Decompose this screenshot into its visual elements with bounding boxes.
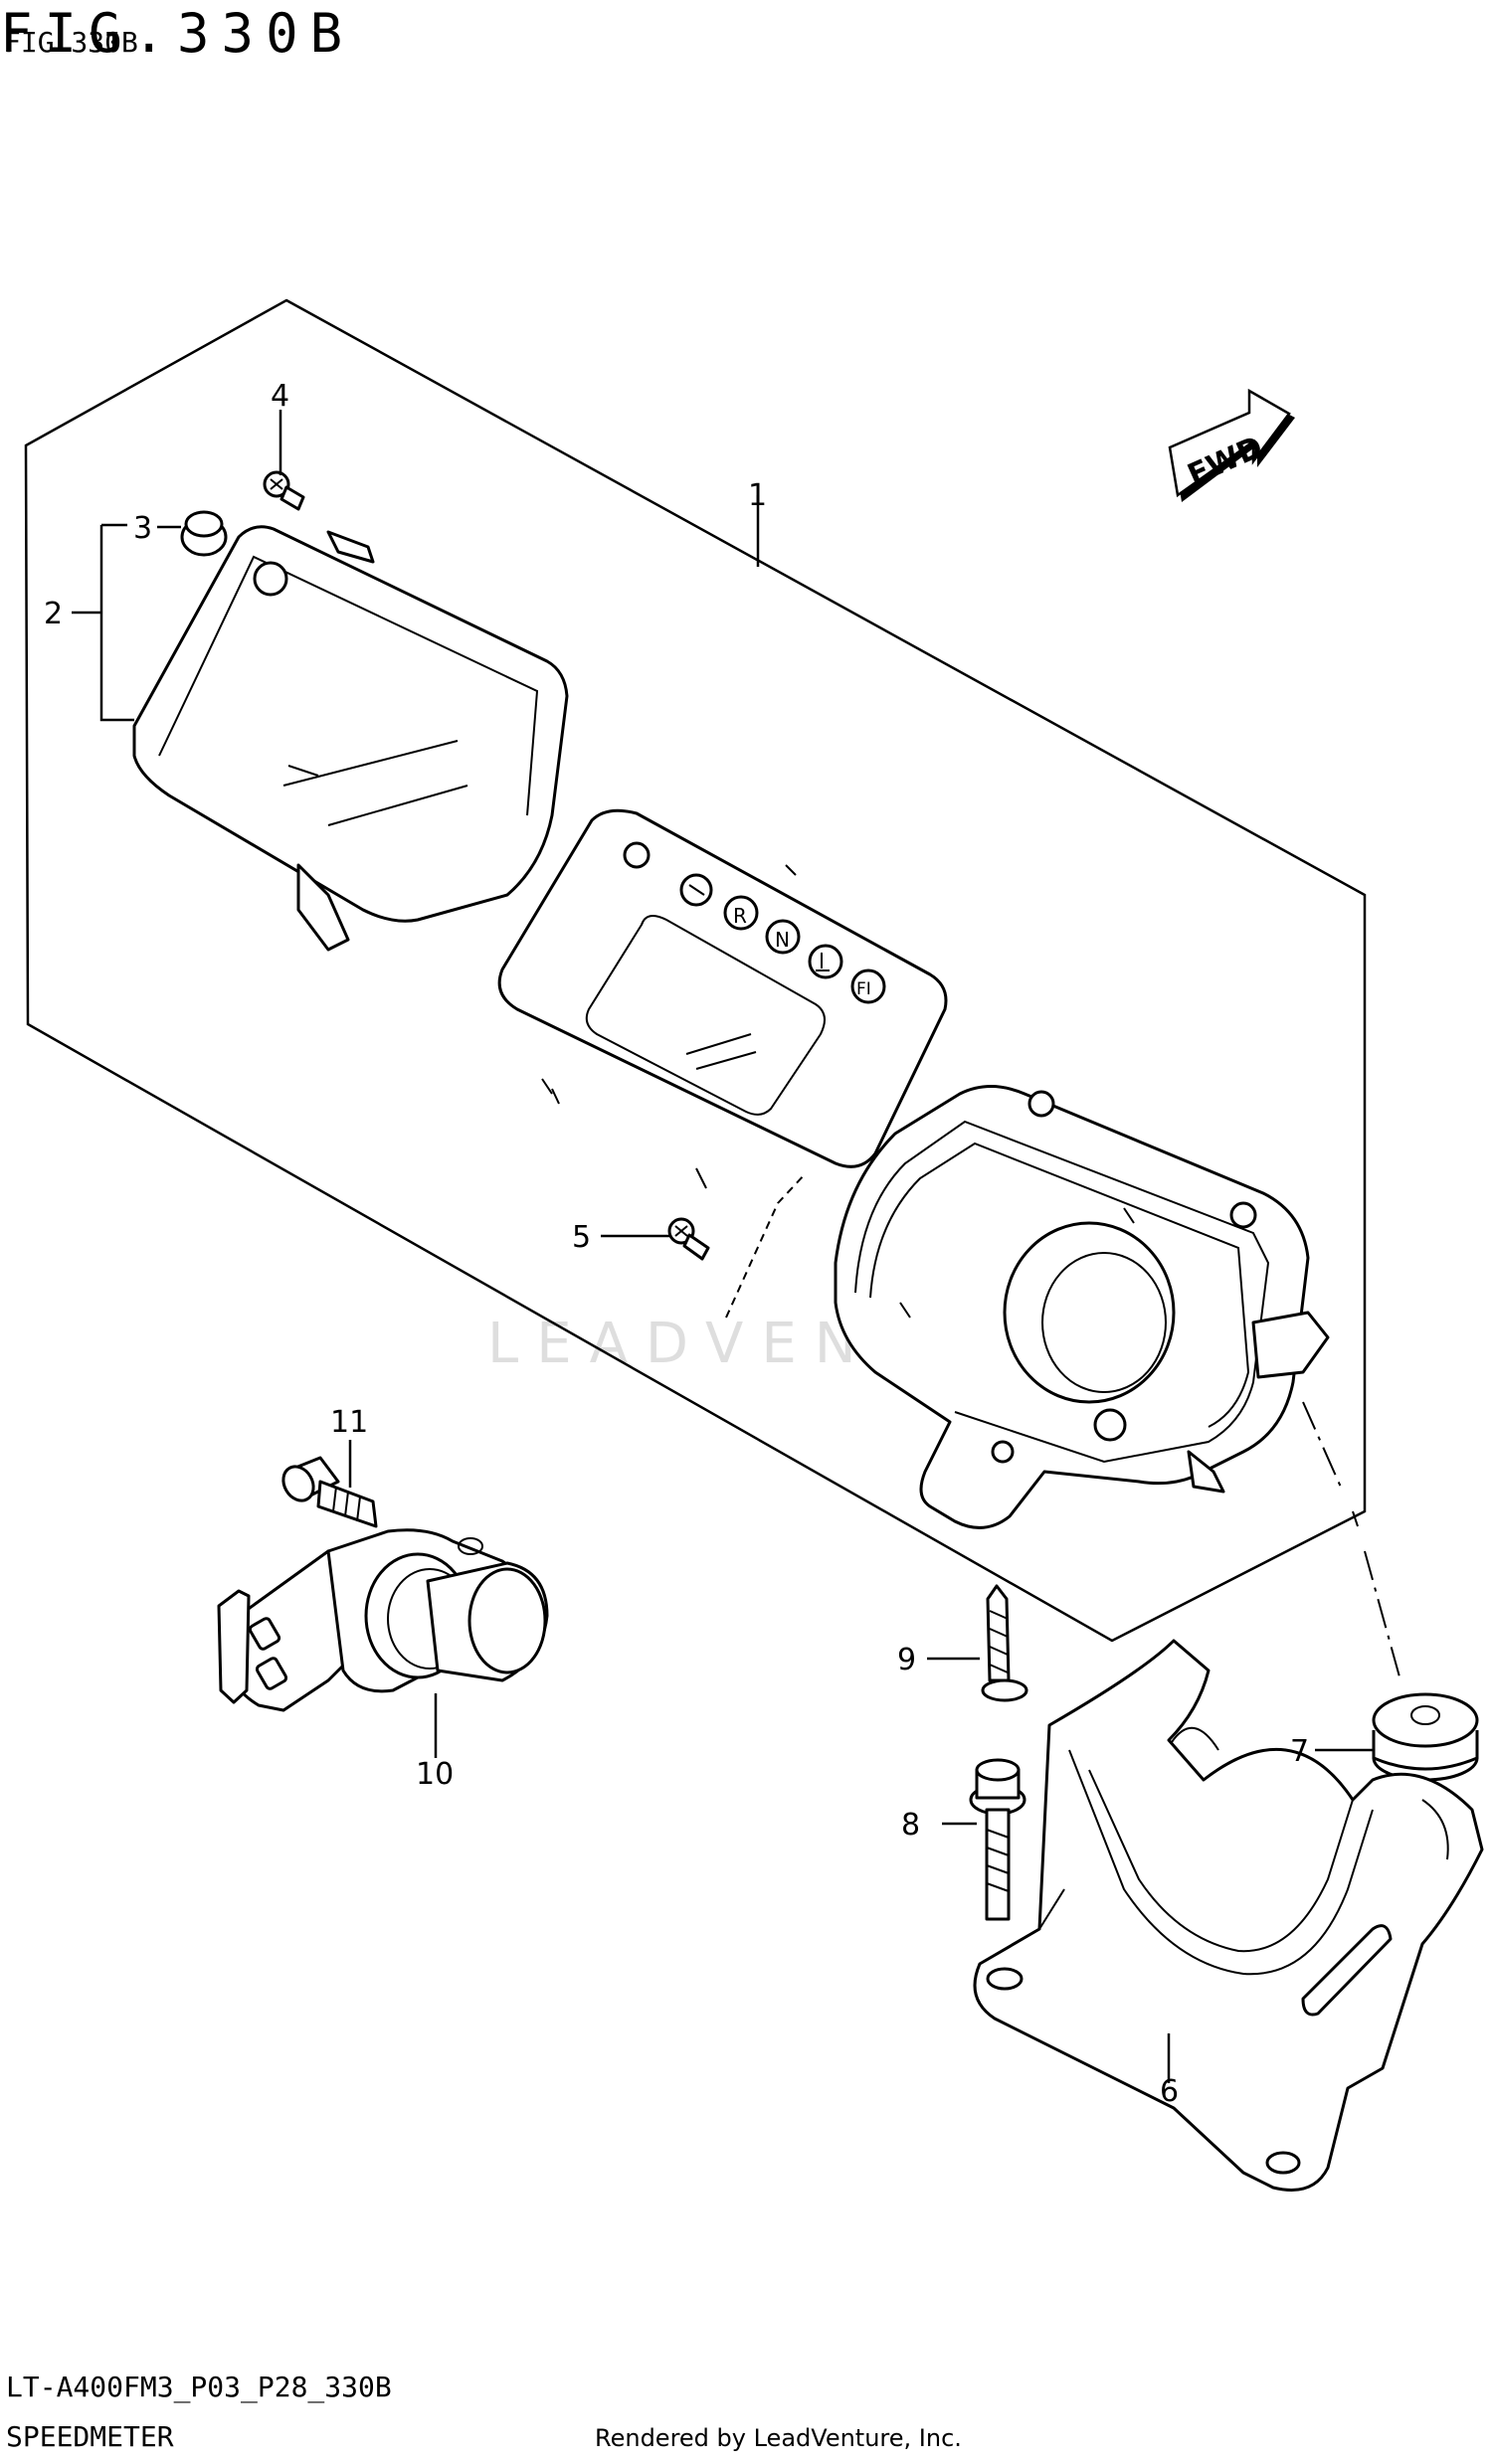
speed-sensor: [217, 1528, 549, 1712]
callout-3: 3: [133, 511, 152, 546]
callout-7: 7: [1290, 1734, 1309, 1769]
callout-11: 11: [330, 1405, 368, 1440]
tapping-screw: [981, 1584, 1028, 1702]
screw-top: [263, 470, 305, 511]
callout-2: 2: [44, 597, 63, 631]
meter-case: [834, 1085, 1330, 1529]
display-connector-line: [725, 1172, 807, 1319]
render-credit: Rendered by LeadVenture, Inc.: [595, 2424, 962, 2452]
indicator-n: N: [775, 928, 790, 952]
callout-5: 5: [572, 1220, 591, 1255]
assembly-boundary: [24, 298, 1367, 1643]
flange-bolt: [969, 1758, 1026, 1921]
model-code: LT-A400FM3_P03_P28_330B: [6, 2371, 392, 2404]
meter-bracket: [973, 1639, 1484, 2192]
indicator-fi: FI: [856, 979, 871, 999]
mount-chain-line: [1302, 1401, 1401, 1681]
rubber-grommet: [1372, 1692, 1479, 1782]
callout-8: 8: [901, 1808, 920, 1843]
figure-subtitle: FIG.330B: [4, 26, 138, 59]
indicator-r: R: [733, 904, 747, 928]
callout-10: 10: [416, 1757, 454, 1792]
callout-1: 1: [748, 478, 767, 513]
fwd-arrow-icon: FWD: [1168, 388, 1295, 502]
figure-title: FIG.330B: [0, 2, 354, 65]
callout-6: 6: [1160, 2074, 1179, 2109]
sensor-bolt: [281, 1456, 378, 1528]
callout-9: 9: [897, 1643, 916, 1677]
callout-4: 4: [271, 379, 289, 414]
grommet: [180, 510, 228, 557]
meter-cover: [132, 525, 569, 952]
leader-lines: [72, 410, 1374, 2083]
screw-middle: [667, 1217, 710, 1261]
speedometer-display: R N FI: [497, 808, 948, 1189]
section-title: SPEEDMETER: [6, 2420, 174, 2453]
